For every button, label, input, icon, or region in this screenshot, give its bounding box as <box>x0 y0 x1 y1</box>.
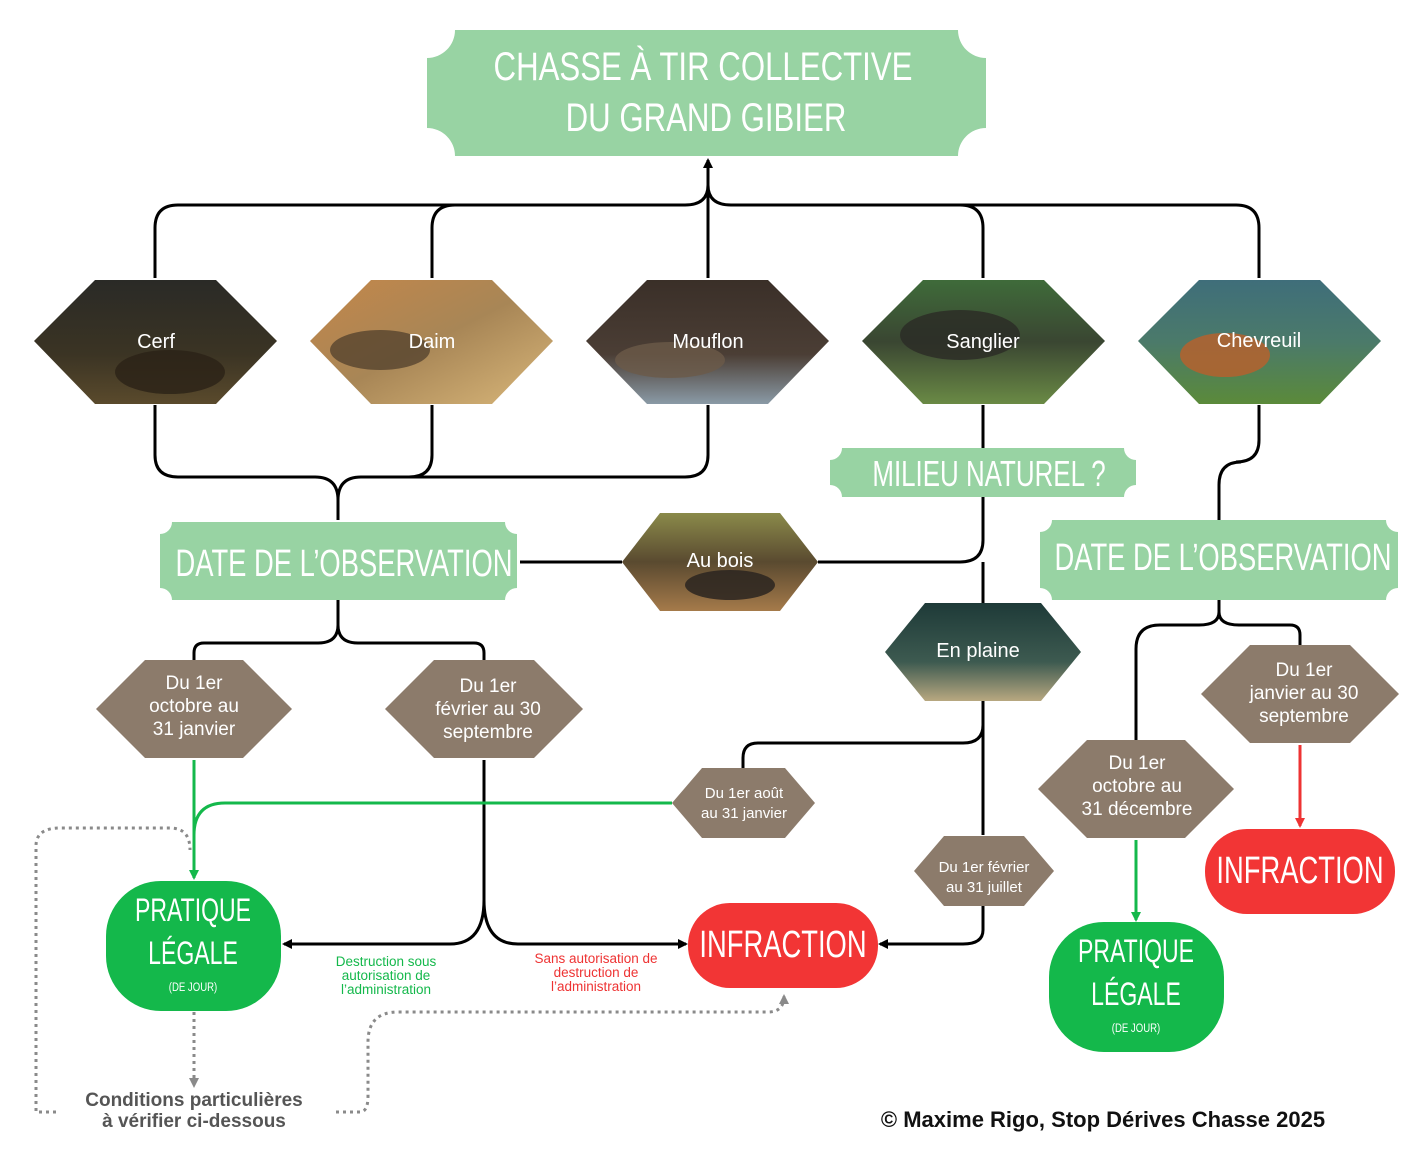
outcome-infraction-right: INFRACTION <box>1205 829 1395 914</box>
period-left-1-line2: octobre au <box>149 696 239 717</box>
edge-label-destruction-sous: Destruction sous autorisation de l’admin… <box>336 954 437 997</box>
outcome-legal-left-line2: LÉGALE <box>148 935 238 971</box>
connector-milieu-bois <box>818 497 985 564</box>
species-label-chevreuil: Chevreuil <box>1217 330 1301 352</box>
species-label-sanglier: Sanglier <box>946 331 1020 353</box>
period-right-1-line1: Du 1er <box>1108 753 1166 774</box>
period-right-2-line2: janvier au 30 <box>1249 683 1359 704</box>
period-right-1-line3: 31 décembre <box>1082 799 1193 820</box>
outcome-infraction-center: INFRACTION <box>688 903 878 988</box>
edge-label-sans-autorisation-line1: Sans autorisation de <box>534 951 657 966</box>
edge-label-destruction-sous-line1: Destruction sous <box>336 954 437 969</box>
species-label-daim: Daim <box>409 331 456 353</box>
outcome-legal-right-line2: LÉGALE <box>1091 976 1181 1012</box>
outcome-infraction-center-label: INFRACTION <box>699 924 866 966</box>
title-line2: DU GRAND GIBIER <box>566 95 847 140</box>
connector-date-right-periods <box>1134 600 1302 740</box>
period-plaine-fevrier: Du 1er février au 31 juillet <box>914 836 1054 906</box>
period-left-1-line3: 31 janvier <box>153 719 236 740</box>
period-left-2-line2: février au 30 <box>435 699 541 720</box>
outcome-legal-right: PRATIQUE LÉGALE (DE JOUR) <box>1049 922 1224 1052</box>
question-date-left-label: DATE DE L’OBSERVATION <box>175 543 512 585</box>
question-date-right-label: DATE DE L’OBSERVATION <box>1054 537 1391 579</box>
conditions-line2: à vérifier ci-dessous <box>102 1111 286 1132</box>
conditions-note: Conditions particulières à vérifier ci-d… <box>85 1090 302 1132</box>
period-right-2: Du 1er janvier au 30 septembre <box>1201 645 1399 743</box>
credit: © Maxime Rigo, Stop Dérives Chasse 2025 <box>881 1107 1325 1132</box>
connector-mouflon-date <box>361 405 710 479</box>
outcome-legal-left-line1: PRATIQUE <box>135 892 251 928</box>
dotted-loop-left <box>34 826 192 1114</box>
outcome-infraction-right-label: INFRACTION <box>1216 850 1383 892</box>
species-sanglier: Sanglier <box>862 280 1105 404</box>
option-en-plaine-label: En plaine <box>936 640 1019 662</box>
period-left-1: Du 1er octobre au 31 janvier <box>96 660 292 758</box>
species-chevreuil: Chevreuil <box>1138 280 1381 404</box>
connector-left2-legal <box>282 899 486 949</box>
species-cerf: Cerf <box>34 280 277 404</box>
connector-left2-infraction <box>482 899 688 949</box>
option-au-bois: Au bois <box>622 513 818 611</box>
period-left-2-line1: Du 1er <box>459 676 517 697</box>
option-en-plaine: En plaine <box>885 603 1081 701</box>
period-left-2: Du 1er février au 30 septembre <box>385 660 583 758</box>
conditions-line1: Conditions particulières <box>85 1090 302 1111</box>
outcome-legal-right-line1: PRATIQUE <box>1078 933 1194 969</box>
title-box: CHASSE À TIR COLLECTIVE DU GRAND GIBIER <box>427 30 986 156</box>
edge-label-sans-autorisation-line2: destruction de <box>554 965 639 980</box>
period-right-2-line1: Du 1er <box>1275 660 1333 681</box>
edge-label-destruction-sous-line3: l’administration <box>341 982 431 997</box>
question-milieu: MILIEU NATUREL ? <box>830 448 1136 497</box>
connector-plaine-fevrier-infraction <box>878 905 985 949</box>
period-left-1-line1: Du 1er <box>165 673 223 694</box>
species-mouflon: Mouflon <box>586 280 829 404</box>
outcome-legal-right-note: (DE JOUR) <box>1112 1022 1161 1035</box>
edge-label-sans-autorisation-line3: l’administration <box>551 979 641 994</box>
period-left-2-line3: septembre <box>443 722 533 743</box>
connector-plaine-aout <box>741 700 985 768</box>
period-plaine-fevrier-line2: au 31 juillet <box>946 879 1023 896</box>
period-plaine-aout-line1: Du 1er août <box>705 785 784 802</box>
dotted-conditions-infraction <box>336 994 789 1114</box>
period-right-1-line2: octobre au <box>1092 776 1182 797</box>
connector-daim-date <box>336 405 434 501</box>
period-plaine-fevrier-line1: Du 1er février <box>939 859 1030 876</box>
question-milieu-label: MILIEU NATUREL ? <box>872 454 1105 494</box>
arrow-plaine-aout-legal <box>192 801 672 860</box>
edge-label-destruction-sous-line2: autorisation de <box>342 968 431 983</box>
connector-cerf-date <box>153 405 340 520</box>
connector-sanglier-title <box>706 184 985 278</box>
connector-daim-title <box>430 203 685 278</box>
option-au-bois-label: Au bois <box>687 550 754 572</box>
title-line1: CHASSE À TIR COLLECTIVE <box>494 44 913 89</box>
edge-label-sans-autorisation: Sans autorisation de destruction de l’ad… <box>534 951 657 994</box>
period-right-2-line3: septembre <box>1259 706 1349 727</box>
connector-chevreuil-title <box>731 203 1261 278</box>
period-plaine-aout: Du 1er août au 31 janvier <box>672 768 815 838</box>
period-plaine-aout-line2: au 31 janvier <box>701 805 787 822</box>
connector-chevreuil-date <box>1217 405 1261 520</box>
question-date-right: DATE DE L’OBSERVATION <box>1040 520 1398 600</box>
outcome-legal-left-note: (DE JOUR) <box>169 981 218 994</box>
connector-cerf-title <box>153 184 710 278</box>
question-date-left: DATE DE L’OBSERVATION <box>160 522 517 600</box>
species-label-mouflon: Mouflon <box>672 331 743 353</box>
species-label-cerf: Cerf <box>137 331 175 353</box>
connector-date-left-periods <box>192 600 486 660</box>
period-right-1: Du 1er octobre au 31 décembre <box>1038 740 1234 838</box>
outcome-legal-left: PRATIQUE LÉGALE (DE JOUR) <box>106 881 281 1011</box>
connectors <box>153 158 1302 949</box>
species-daim: Daim <box>310 280 553 404</box>
